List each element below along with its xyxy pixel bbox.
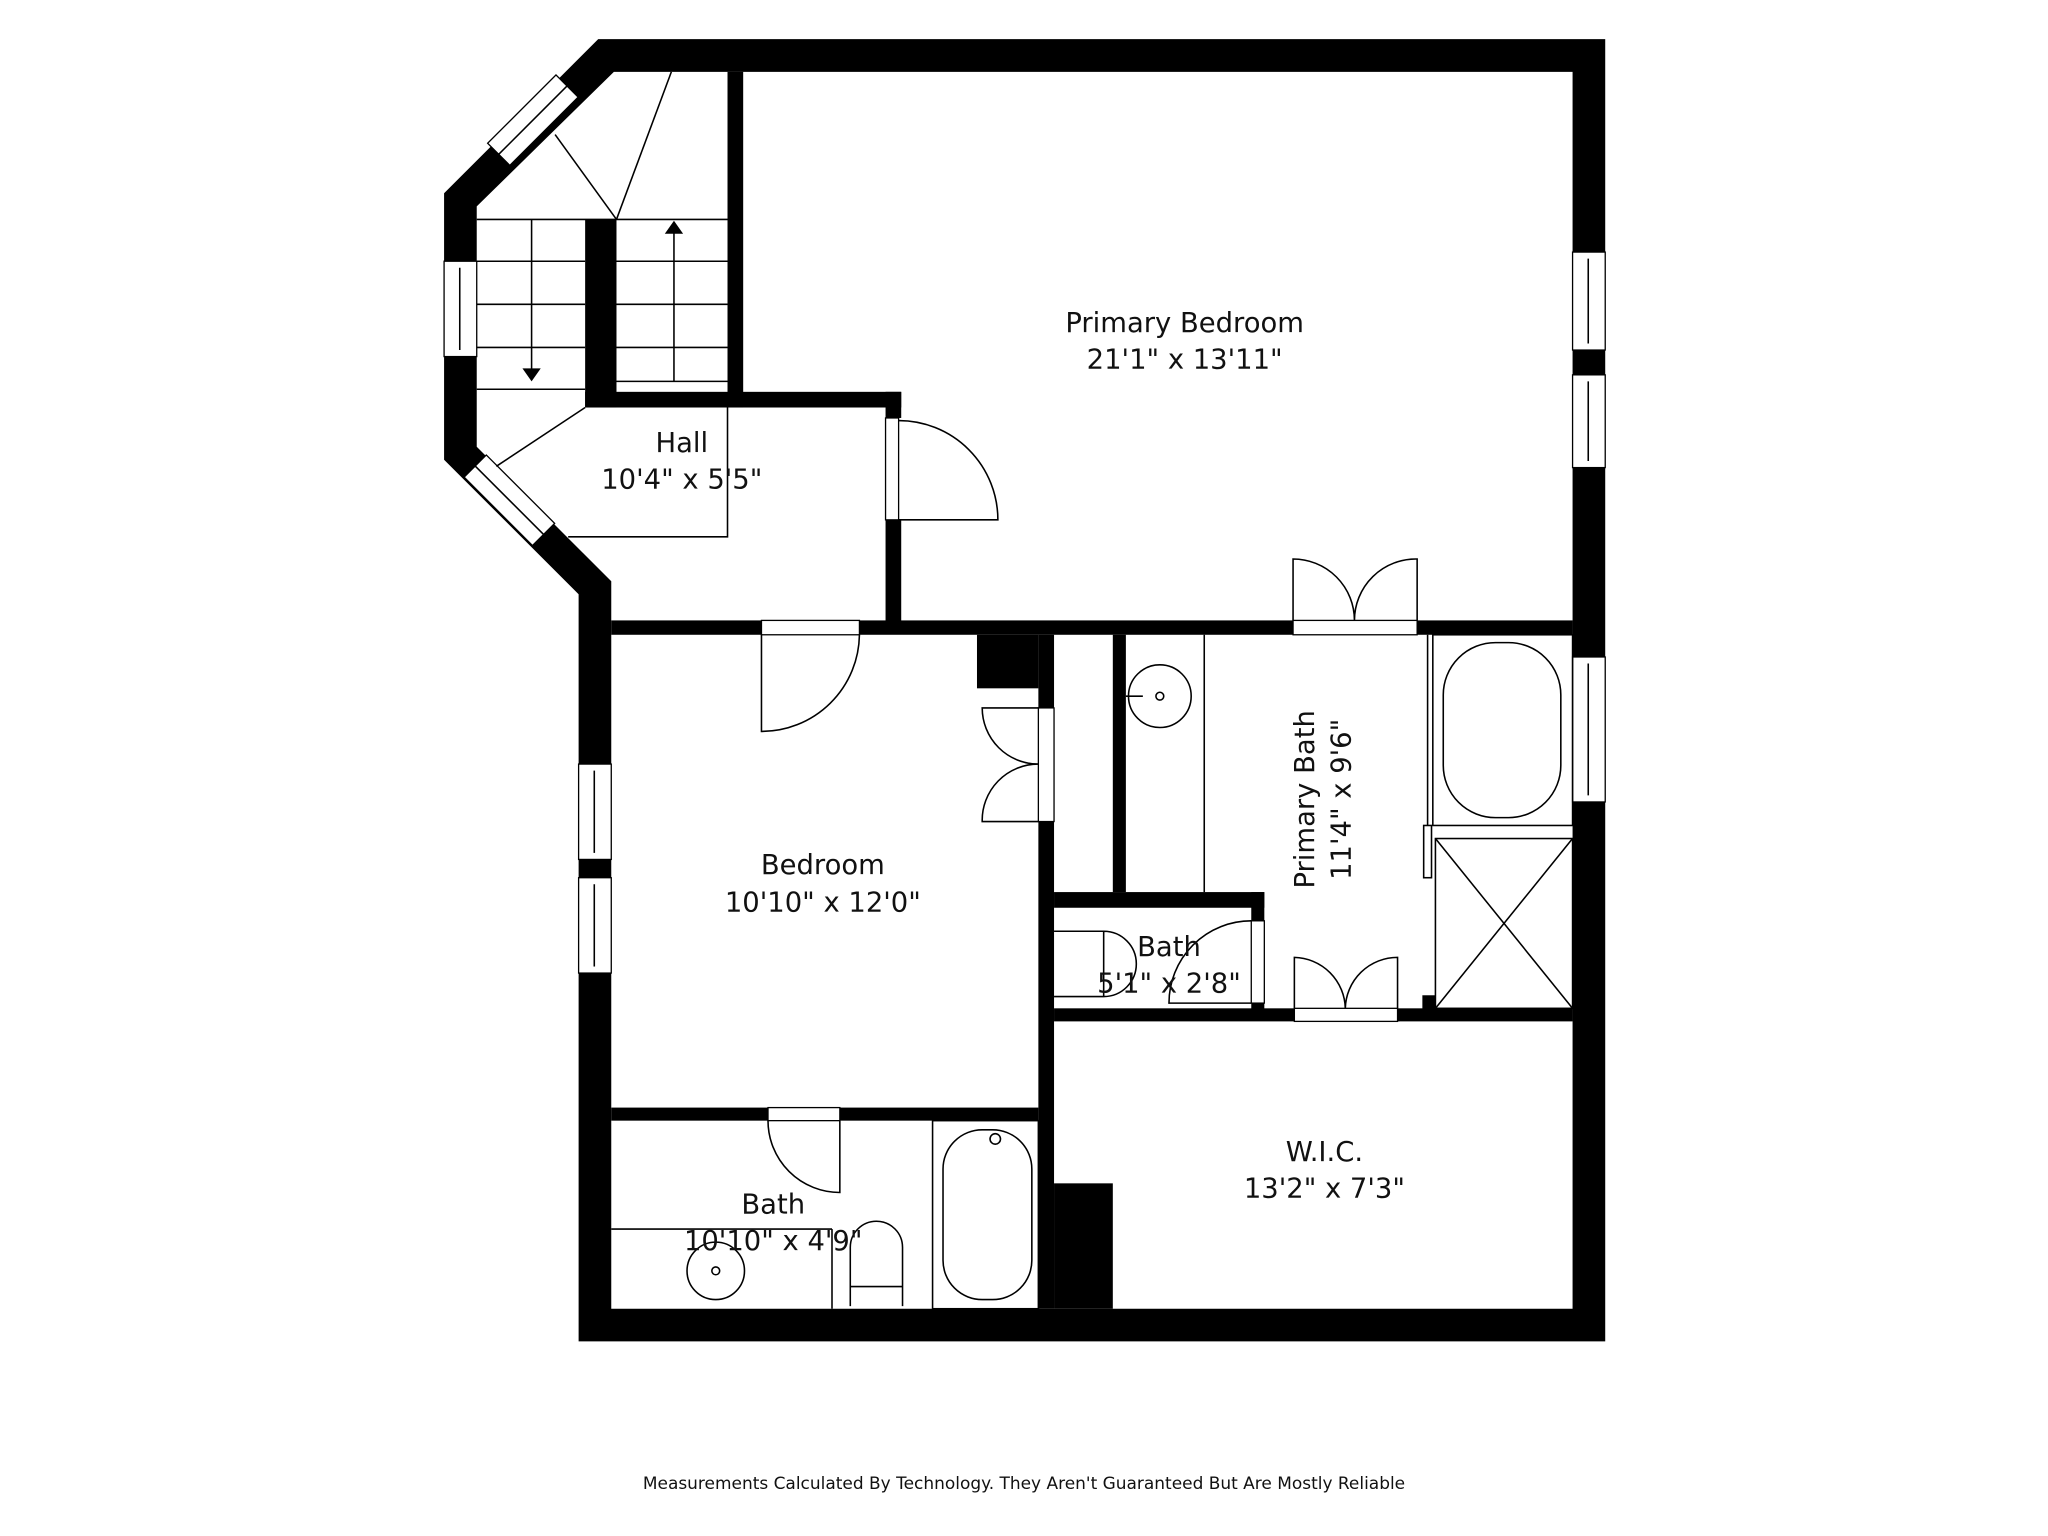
- half-bath-toilet: [1054, 930, 1138, 998]
- room-bedroom: Bedroom 10'10" x 12'0": [725, 850, 921, 919]
- room-primary-bedroom: Primary Bedroom 21'1" x 13'11": [1065, 308, 1304, 376]
- room-wic: W.I.C. 13'2" x 7'3": [1244, 1137, 1405, 1205]
- room-dimensions: 10'10" x 4'9": [684, 1226, 863, 1257]
- room-dimensions: 10'10" x 12'0": [725, 888, 921, 919]
- door-bedroom[interactable]: [760, 634, 861, 733]
- primary-tub: [1432, 633, 1574, 827]
- window-bedroom-left-1: [577, 763, 612, 861]
- fixtures: [611, 633, 1574, 1310]
- doors[interactable]: [760, 419, 1418, 1194]
- room-name: Bath: [741, 1189, 805, 1220]
- hall-bath-sink: [686, 1241, 746, 1301]
- door-hall-primary-bedroom[interactable]: [898, 419, 999, 521]
- window-stair-left: [443, 260, 478, 358]
- window-top-diagonal: [486, 73, 580, 167]
- room-dimensions: 21'1" x 13'11": [1087, 344, 1283, 375]
- shower: [1434, 837, 1574, 1010]
- door-half-bath[interactable]: [1168, 920, 1252, 1004]
- room-name: Hall: [655, 428, 708, 459]
- room-dimensions: 13'2" x 7'3": [1244, 1174, 1405, 1205]
- room-name: Primary Bedroom: [1065, 308, 1304, 339]
- window-bath-right: [1571, 656, 1606, 803]
- window-primary-right-1: [1571, 251, 1606, 351]
- room-name: Bath: [1137, 932, 1201, 963]
- room-name: Bedroom: [761, 850, 885, 881]
- room-dimensions: 11'4" x 9'6": [1327, 719, 1358, 880]
- door-primary-bath-top[interactable]: [1292, 558, 1418, 621]
- door-bedroom-closet[interactable]: [981, 707, 1039, 823]
- room-half-bath: Bath 5'1" x 2'8": [1097, 932, 1241, 1000]
- interior-walls: [585, 71, 1573, 1309]
- room-dimensions: 10'4" x 5'5": [601, 464, 762, 495]
- room-dimensions: 5'1" x 2'8": [1097, 969, 1241, 1000]
- hall-bath-toilet: [849, 1220, 904, 1307]
- room-hall: Hall 10'4" x 5'5": [601, 428, 762, 496]
- window-bottom-diagonal: [463, 454, 556, 547]
- room-name: W.I.C.: [1286, 1137, 1363, 1168]
- window-bedroom-left-2: [577, 877, 612, 974]
- door-primary-bath-bottom[interactable]: [1293, 956, 1399, 1009]
- stair-down-arrow-icon: [522, 368, 541, 382]
- hall-bath-tub: [931, 1119, 1040, 1310]
- windows[interactable]: [443, 73, 1606, 974]
- window-primary-right-2: [1571, 374, 1606, 469]
- door-openings: [760, 417, 1418, 1122]
- door-hall-bath[interactable]: [767, 1120, 841, 1194]
- measurement-disclaimer: Measurements Calculated By Technology. T…: [643, 1474, 1405, 1494]
- staircase: [476, 71, 729, 538]
- room-hall-bath: Bath 10'10" x 4'9": [684, 1189, 863, 1257]
- room-primary-bath: Primary Bath 11'4" x 9'6": [1290, 710, 1358, 888]
- room-name: Primary Bath: [1290, 710, 1321, 888]
- stair-up-arrow-icon: [664, 220, 684, 234]
